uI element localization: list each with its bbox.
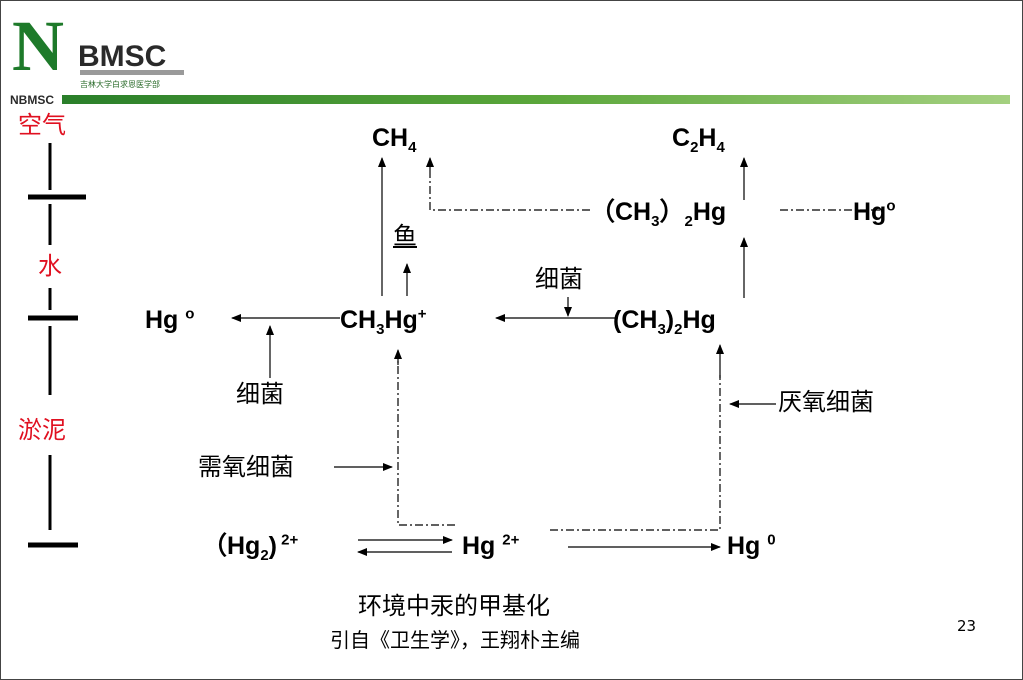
label-bacteria-top: 细菌 bbox=[535, 265, 583, 293]
layer-axis bbox=[28, 143, 86, 548]
label-c2h4: C2H4 bbox=[672, 124, 725, 156]
layer-water: 水 bbox=[38, 252, 62, 280]
layer-sediment: 淤泥 bbox=[18, 416, 66, 444]
label-anaerobic-bacteria: 厌氧细菌 bbox=[778, 388, 874, 416]
dash-hg2-to-dimethyl bbox=[550, 375, 721, 531]
dash-hg2-to-methylmercury bbox=[397, 360, 455, 526]
label-ch4: CH4 bbox=[372, 124, 417, 156]
label-hg2-dimer: （Hg2) 2+ bbox=[202, 531, 299, 564]
label-hg2plus: Hg 2+ bbox=[462, 531, 520, 560]
label-fish: 鱼 bbox=[393, 222, 417, 250]
dash-dimethyl-to-ch4 bbox=[429, 165, 590, 211]
header-green-bar bbox=[62, 95, 1010, 104]
label-methylmercury: CH3Hg+ bbox=[340, 305, 427, 338]
label-hg0-bottom: Hg 0 bbox=[727, 531, 776, 560]
layer-air: 空气 bbox=[18, 111, 66, 139]
logo-brand: BMSC bbox=[78, 40, 167, 73]
label-bacteria-left: 细菌 bbox=[236, 380, 284, 408]
label-aerobic-bacteria: 需氧细菌 bbox=[198, 453, 294, 481]
label-dimethylmercury-top: （CH3）2Hg bbox=[590, 198, 727, 230]
logo-subtitle: 吉林大学白求恩医学部 bbox=[80, 80, 160, 89]
logo-tagline-bar bbox=[80, 70, 184, 75]
label-hg0-topright: Hgo bbox=[853, 197, 896, 226]
caption-source: 引自《卫生学》，王翔朴主编 bbox=[330, 628, 580, 652]
label-hg0-left: Hg o bbox=[145, 305, 195, 334]
caption-title: 环境中汞的甲基化 bbox=[358, 592, 550, 620]
label-dimethylmercury-mid: (CH3)2Hg bbox=[613, 306, 716, 338]
logo-small-text: NBMSC bbox=[10, 93, 54, 107]
page-number: 23 bbox=[957, 617, 977, 635]
logo-letter-n: N bbox=[12, 6, 64, 86]
